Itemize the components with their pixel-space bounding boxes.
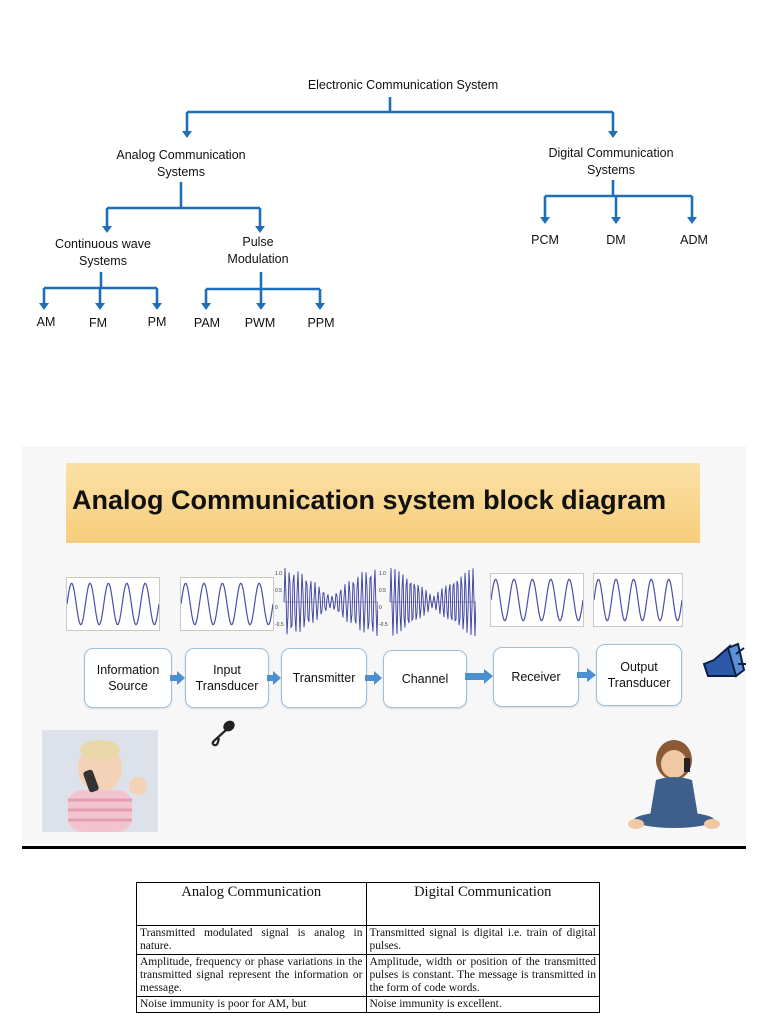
block-information-source: Information Source	[84, 648, 172, 708]
table-header-digital: Digital Communication	[365, 882, 600, 926]
arrow-down-icon	[102, 226, 112, 233]
table-row: Transmitted modulated signal is analog i…	[136, 925, 600, 955]
arrow-right-icon	[465, 669, 493, 684]
table-row: Amplitude, frequency or phase variations…	[136, 954, 600, 997]
leaf-pwm: PWM	[244, 316, 276, 330]
arrow-right-icon	[267, 671, 281, 685]
table-cell: Transmitted modulated signal is analog i…	[136, 925, 367, 955]
section-divider	[22, 846, 746, 849]
table-cell: Amplitude, width or position of the tran…	[365, 954, 600, 997]
arrow-down-icon	[611, 217, 621, 224]
axis-tick: 1.0	[275, 571, 282, 577]
comparison-table: Analog Communication Digital Communicati…	[136, 882, 600, 1013]
axis-tick: 0	[379, 605, 382, 611]
axis-ticks-wave4: 1.0 0.5 0 -0.5	[379, 566, 388, 634]
waveform-received	[490, 573, 584, 627]
waveform-trace	[66, 582, 160, 626]
waveform-trace	[389, 567, 477, 637]
table-header-analog: Analog Communication	[136, 882, 367, 926]
table-cell: Amplitude, frequency or phase variations…	[136, 954, 367, 997]
arrow-down-icon	[256, 303, 266, 310]
arrow-down-icon	[152, 303, 162, 310]
microphone-icon	[211, 720, 235, 747]
waveform-trace	[490, 578, 584, 622]
tree-analog-label: Analog Communication Systems	[116, 148, 246, 179]
leaf-pcm: PCM	[531, 233, 559, 247]
arrow-down-icon	[39, 303, 49, 310]
table-cell: Noise immunity is poor for AM, but	[136, 996, 367, 1013]
arrow-down-icon	[95, 303, 105, 310]
baby-on-phone-photo	[42, 730, 158, 832]
arrow-down-icon	[540, 217, 550, 224]
axis-tick: 1.0	[379, 571, 386, 577]
leaf-pm: PM	[147, 315, 167, 329]
tree-root-label: Electronic Communication System	[307, 78, 499, 92]
tree-pulse-label: Pulse Modulation	[227, 235, 289, 266]
arrow-right-icon	[170, 671, 185, 685]
arrow-down-icon	[201, 303, 211, 310]
leaf-ppm: PPM	[307, 316, 335, 330]
arrow-down-icon	[687, 217, 697, 224]
waveform-output	[593, 573, 683, 627]
tree-digital-label: Digital Communication Systems	[548, 146, 674, 177]
block-transmitter: Transmitter	[281, 648, 367, 708]
slide-title-bar: Analog Communication system block diagra…	[66, 463, 700, 543]
axis-tick: 0.5	[379, 588, 386, 594]
table-row: Noise immunity is poor for AM, but Noise…	[136, 996, 600, 1013]
waveform-trace	[593, 578, 683, 622]
leaf-dm: DM	[606, 233, 626, 247]
leaf-fm: FM	[88, 316, 108, 330]
waveform-am-transmitted	[274, 565, 379, 639]
slide-title: Analog Communication system block diagra…	[72, 485, 667, 515]
axis-ticks-wave3: 1.0 0.5 0 -0.5	[275, 566, 284, 634]
table-header-row: Analog Communication Digital Communicati…	[136, 882, 600, 926]
waveform-source	[66, 577, 160, 631]
block-output-transducer: Output Transducer	[596, 644, 682, 706]
arrow-down-icon	[608, 131, 618, 138]
axis-tick: -0.5	[275, 622, 284, 628]
leaf-am: AM	[36, 315, 56, 329]
block-channel: Channel	[383, 650, 467, 708]
waveform-transducer	[180, 577, 274, 631]
toddler-on-phone-photo	[628, 740, 720, 829]
table-cell: Transmitted signal is digital i.e. train…	[365, 925, 600, 955]
arrow-right-icon	[577, 668, 596, 682]
classification-tree-connectors	[39, 97, 697, 310]
leaf-pam: PAM	[193, 316, 221, 330]
axis-tick: 0	[275, 605, 278, 611]
arrow-down-icon	[315, 303, 325, 310]
block-receiver: Receiver	[493, 647, 579, 707]
tree-cw-label: Continuous wave Systems	[55, 237, 151, 268]
waveform-am-channel	[380, 565, 477, 639]
speaker-icon	[702, 642, 746, 678]
axis-tick: -0.5	[379, 622, 388, 628]
arrow-right-icon	[365, 671, 382, 685]
leaf-adm: ADM	[680, 233, 708, 247]
waveform-trace	[283, 568, 379, 636]
table-cell: Noise immunity is excellent.	[365, 996, 600, 1013]
axis-tick: 0.5	[275, 588, 282, 594]
arrow-down-icon	[255, 226, 265, 233]
waveform-trace	[180, 582, 274, 626]
arrow-down-icon	[182, 131, 192, 138]
